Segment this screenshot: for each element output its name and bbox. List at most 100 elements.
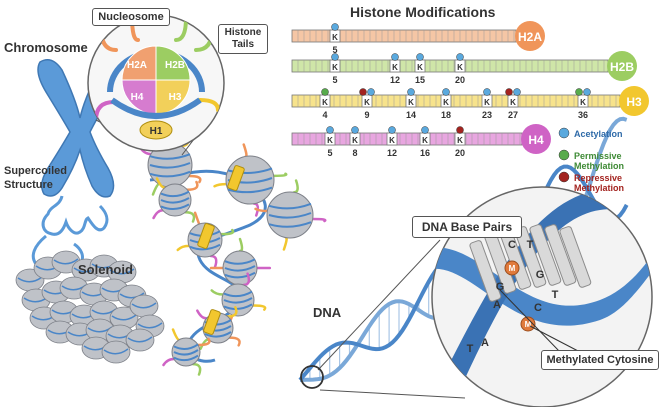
histone-badge: [607, 51, 637, 81]
histone-tail: [198, 98, 220, 112]
histone-badge: [619, 86, 649, 116]
nucleosome-dna-wrap: [160, 190, 190, 198]
h1-linker-histone: [197, 223, 215, 249]
site-number: 12: [387, 148, 397, 158]
modification-mark: [505, 88, 513, 96]
modification-mark: [456, 53, 464, 61]
site-number: 12: [390, 75, 400, 85]
methyl-group: [520, 316, 536, 332]
supercoiled-label: Supercoiled Structure: [4, 164, 67, 192]
nucleosome-dna-wrap: [224, 271, 256, 279]
histone-tail: [152, 209, 164, 220]
modification-mark: [442, 88, 450, 96]
methyl-letter: M: [509, 264, 516, 273]
histone-tail: [219, 228, 235, 236]
histone-tail: [242, 143, 248, 158]
histone-tail: [272, 172, 288, 178]
histone-badge-label: H4: [528, 133, 544, 147]
site-number: 23: [482, 110, 492, 120]
lysine-letter: K: [322, 98, 328, 107]
site-number: 15: [415, 75, 425, 85]
methyl-letter: M: [525, 320, 532, 329]
h1-linker-histone: [203, 309, 221, 335]
site-number: 14: [406, 110, 416, 120]
solenoid-dna-wrap: [103, 348, 129, 355]
nucleosome-dna-wrap: [160, 197, 190, 204]
acetylation-legend-dot: [558, 127, 570, 139]
histone-badge-label: H3: [626, 95, 642, 109]
lysine-letter: K: [332, 63, 338, 72]
base-letter: C: [508, 239, 516, 251]
site-number: 20: [455, 75, 465, 85]
zoom-origin-ring: [300, 365, 324, 389]
lysine-box: [507, 94, 519, 108]
solenoid-fiber: [15, 250, 165, 364]
chromosome-label: Chromosome: [4, 40, 88, 55]
modification-mark: [583, 88, 591, 96]
lysine-letter: K: [392, 63, 398, 72]
histone-tail: [209, 254, 218, 269]
h1-histone: [139, 120, 173, 140]
nucleosome-dna-wrap: [160, 203, 190, 210]
site-number: 5: [332, 45, 337, 55]
methyl-pointer: [529, 325, 581, 353]
modification-mark: [575, 88, 583, 96]
nucleosome-dna-wrap: [268, 212, 312, 219]
site-number: 36: [578, 110, 588, 120]
histone-tail: [191, 362, 202, 376]
h1-linker-histone: [227, 165, 245, 191]
base-letter: T: [467, 343, 474, 355]
histone-modifications-title: Histone Modifications: [350, 4, 496, 20]
supercoiled-label-line2: Structure: [4, 179, 53, 191]
histone-tail: [228, 336, 241, 347]
base-letter: A: [493, 299, 501, 311]
histone-tail: [292, 179, 299, 194]
modification-mark: [407, 88, 415, 96]
histone-tail: [171, 328, 181, 342]
base-letter: G: [536, 269, 545, 281]
methyl-group: [504, 260, 520, 276]
histone-badge: [515, 21, 545, 51]
permissive-legend-label: Permissive: [574, 151, 622, 161]
histone-quadrant: [155, 45, 191, 81]
site-number: 5: [332, 75, 337, 85]
nucleosome-dna-wrap: [268, 221, 312, 228]
methylated-cytosine-label: Methylated Cytosine: [541, 350, 659, 370]
histone-tail: [254, 207, 269, 213]
solenoid-dna-wrap: [127, 336, 153, 343]
nucleosome-dna-wrap: [224, 265, 256, 272]
histone-quadrant-label: H2A: [127, 60, 147, 71]
base-letter: A: [481, 337, 489, 349]
nucleosome-dna-wrap: [204, 331, 232, 338]
lysine-letter: K: [422, 136, 428, 145]
modification-legend: AcetylationPermissiveMethylationRepressi…: [558, 127, 624, 193]
nucleosome-dna-wrap: [227, 186, 273, 194]
nucleosome-dna-wrap: [173, 349, 199, 356]
histone-quadrant: [121, 45, 157, 81]
lysine-letter: K: [352, 136, 358, 145]
base-pair-rung: [544, 224, 577, 286]
histone-tail: [176, 244, 191, 252]
base-pair-rung: [529, 224, 562, 286]
nucleosome-label: Nucleosome: [92, 8, 170, 26]
h1-label: H1: [150, 126, 163, 137]
site-number: 27: [508, 110, 518, 120]
lysine-letter: K: [580, 98, 586, 107]
histone-badge-label: H2B: [610, 60, 634, 74]
repressive-legend-label: Repressive: [574, 173, 622, 183]
base-pair-rung: [469, 240, 502, 302]
site-number: 18: [441, 110, 451, 120]
modification-mark: [391, 53, 399, 61]
modification-mark: [421, 126, 429, 134]
histone-modifications-panel: K5H2AK5K12K15K20H2BK4K9K14K18K23K27K36H3…: [291, 21, 649, 193]
modification-mark: [456, 126, 464, 134]
solenoid-nucleosome: [101, 340, 131, 364]
nucleosome-dna-wrap: [224, 258, 256, 265]
backbone-strand-a: [432, 230, 652, 326]
histone-tail: [162, 357, 176, 367]
histone-quadrant-label: H3: [169, 92, 182, 103]
lysine-letter: K: [327, 136, 333, 145]
site-number: 5: [327, 148, 332, 158]
